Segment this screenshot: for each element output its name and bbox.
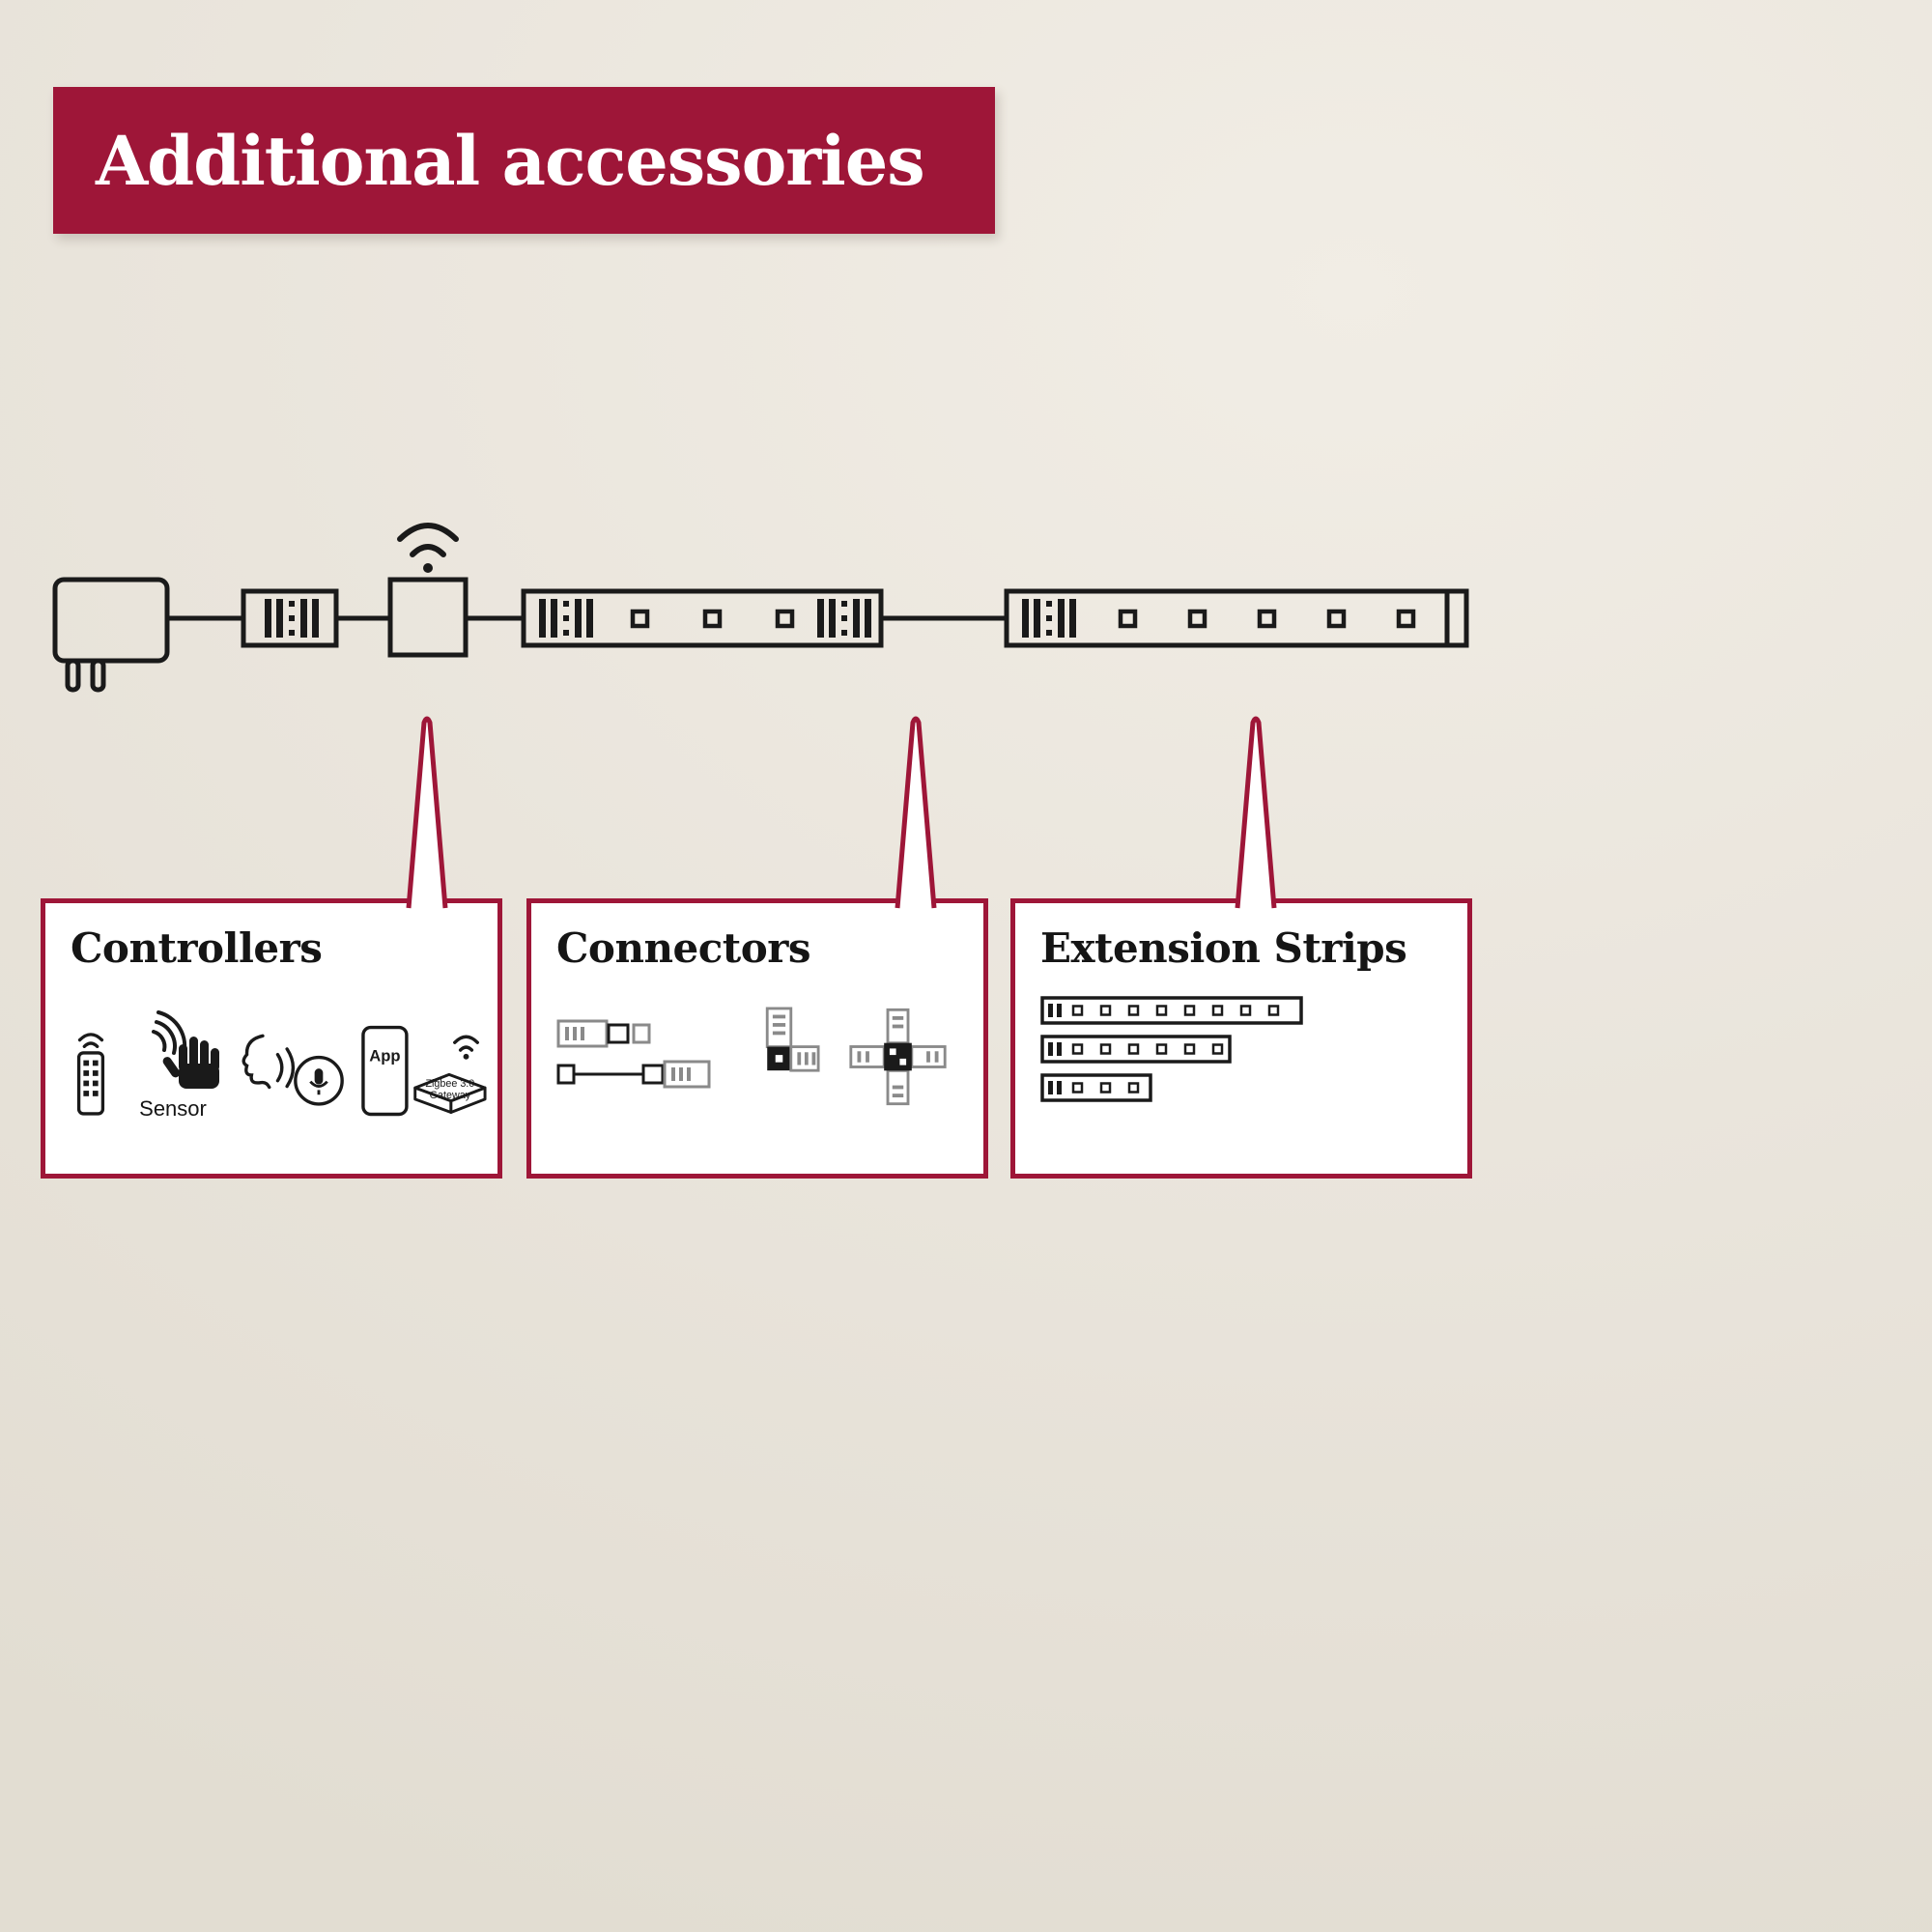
extension-strip-icon (1004, 588, 1469, 648)
remote-control-icon (76, 1033, 105, 1116)
motion-sensor-icon (152, 1010, 219, 1090)
extension-strip-short-icon (1040, 1073, 1152, 1102)
title-banner: Additional accessories (53, 87, 995, 234)
cross-connector-icon (849, 1009, 947, 1106)
voice-control-icon (242, 1034, 344, 1106)
callout-pointer-controllers (406, 716, 448, 909)
callout-title-connectors: Connectors (556, 924, 811, 972)
extension-strips-icon-group (1040, 996, 1303, 1102)
callout-title-extension-strips: Extension Strips (1040, 924, 1407, 972)
cable-connector-icon (556, 1019, 711, 1089)
power-adapter-icon (52, 577, 170, 693)
led-strip-icon (521, 588, 884, 648)
extension-strips-icons (1040, 996, 1442, 1110)
app-gateway-icon: App Zigbee 3.0 Gateway (361, 1026, 487, 1117)
led-system-diagram (52, 523, 1469, 693)
corner-connector-icon (765, 1007, 820, 1072)
sensor-label: Sensor (139, 1096, 207, 1122)
extension-strip-long-icon (1040, 996, 1303, 1025)
strip-connector-icon (241, 588, 339, 648)
callout-controllers: Controllers (41, 716, 502, 1179)
callout-extension-strips: Extension Strips (1010, 716, 1472, 1179)
page-title: Additional accessories (96, 120, 925, 201)
gateway-label-line1: Zigbee 3.0 (425, 1078, 474, 1090)
callout-title-controllers: Controllers (71, 924, 323, 972)
extension-strip-medium-icon (1040, 1035, 1232, 1064)
gateway-label-line2: Gateway (430, 1090, 471, 1101)
app-label: App (369, 1047, 400, 1065)
motion-sensor-block: Sensor (125, 996, 221, 1122)
connectors-icons (556, 1004, 958, 1110)
callout-pointer-connectors (895, 716, 937, 909)
callout-connectors: Connectors (526, 716, 988, 1179)
wifi-controller-icon (387, 523, 469, 658)
controllers-icons: Sensor App (71, 996, 487, 1122)
callout-pointer-extension-strips (1235, 716, 1277, 909)
